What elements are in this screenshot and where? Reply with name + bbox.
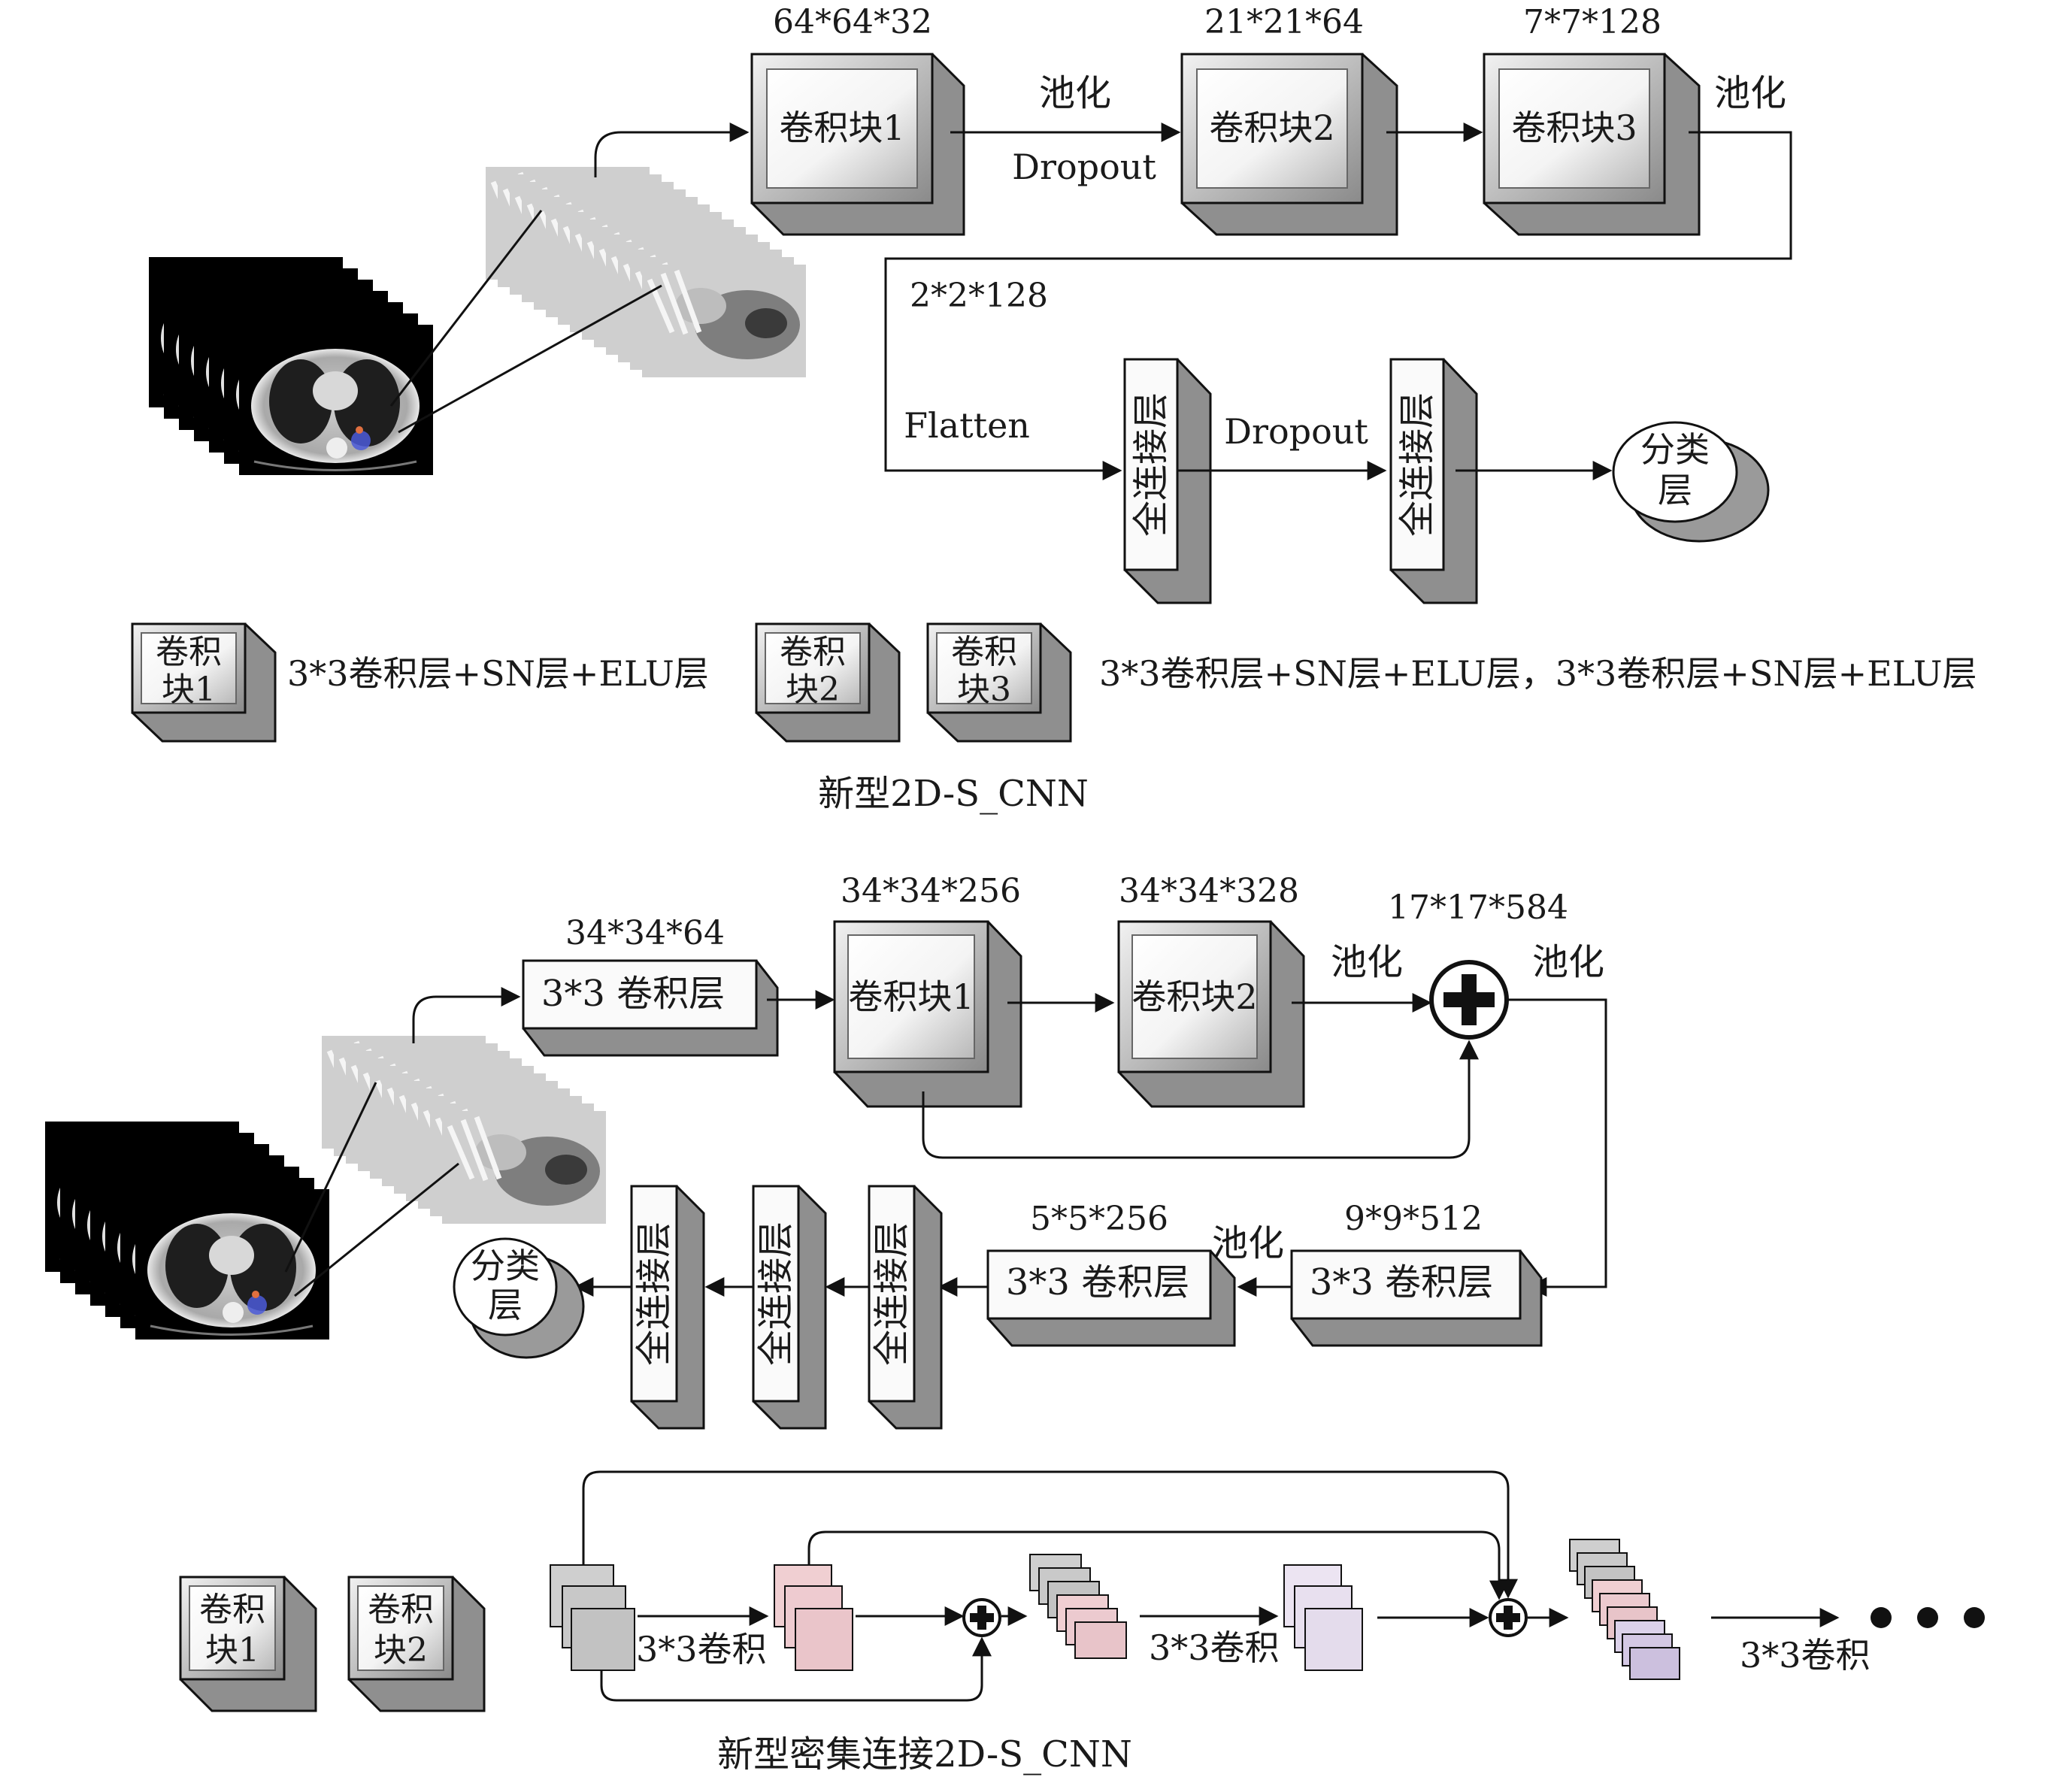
- dim-label: 7*7*128: [1523, 3, 1662, 41]
- legend-conv-label: 3*3卷积: [1149, 1627, 1280, 1668]
- diagram2: 3*3 卷积层 34*34*64 卷积块1 34*34*256 卷积块2 34*…: [44, 872, 1985, 1775]
- ct-input-stack: [147, 256, 435, 477]
- conv-block-1: 卷积块1: [750, 53, 965, 236]
- caption: 新型2D-S_CNN: [818, 773, 1089, 815]
- conv-block-2-label: 卷积块2: [1209, 107, 1334, 148]
- legend-block-label: 块2: [374, 1631, 428, 1670]
- dense-connection-legend: 3*3卷积 3*3卷积: [550, 1470, 1985, 1702]
- flow-arrow: [884, 131, 1792, 480]
- op-pool: 池化: [1039, 72, 1111, 114]
- caption: 新型密集连接2D-S_CNN: [717, 1733, 1132, 1775]
- conv-block-2-label: 卷积块2: [1131, 976, 1257, 1017]
- classifier: 分类 层: [1612, 421, 1770, 543]
- fc-layer-label: 全连接层: [871, 1221, 913, 1366]
- fc-layer-label: 全连接层: [1130, 392, 1172, 537]
- legend-block-1: 卷积 块1: [131, 622, 277, 743]
- diagram1: 卷积块1 卷积块2 卷积块3 64*64*32 21*21*64 7*7*128…: [131, 3, 1977, 815]
- dim-label: 34*34*256: [841, 872, 1021, 910]
- conv-layer: 3*3 卷积层: [1290, 1249, 1543, 1347]
- conv-layer-label: 3*3 卷积层: [541, 973, 725, 1015]
- op-flatten: Flatten: [904, 405, 1030, 446]
- ct-input-stack: [44, 1120, 331, 1341]
- classifier-label: 层: [1658, 470, 1692, 510]
- flow-arrow: [1507, 998, 1607, 1297]
- legend-block-label: 卷积: [368, 1591, 434, 1629]
- classifier-label: 分类: [1640, 429, 1710, 470]
- conv-layer: 3*3 卷积层: [986, 1249, 1236, 1347]
- legend-conv-label: 3*3卷积: [636, 1629, 767, 1670]
- legend-block-label: 卷积: [199, 1591, 265, 1629]
- op-dropout: Dropout: [1012, 147, 1156, 187]
- fc-layer-label: 全连接层: [755, 1221, 797, 1366]
- input-arrow: [412, 987, 521, 1043]
- conv-block-2: 卷积块2: [1117, 920, 1305, 1108]
- conv-layer-label: 3*3 卷积层: [1310, 1261, 1493, 1303]
- dim-label: 9*9*512: [1344, 1200, 1483, 1238]
- fc-layer: 全连接层: [868, 1185, 943, 1430]
- dim-label: 34*34*328: [1119, 872, 1299, 910]
- op-pool: 池化: [1714, 72, 1786, 114]
- fc-layer-label: 全连接层: [633, 1221, 675, 1366]
- classifier: 分类 层: [453, 1237, 585, 1359]
- zoom-line: [389, 210, 543, 407]
- legend-description: 3*3卷积层+SN层+ELU层: [287, 653, 709, 694]
- fc-layer: 全连接层: [1123, 358, 1212, 604]
- conv-layer: 3*3 卷积层: [522, 959, 779, 1057]
- legend-block-label: 块2: [786, 671, 840, 709]
- concat-plus-icon: [1429, 960, 1509, 1040]
- classifier-label: 层: [488, 1285, 523, 1325]
- dim-label: 17*17*584: [1388, 888, 1568, 927]
- classifier-label: 分类: [471, 1246, 540, 1286]
- fc-layer: 全连接层: [630, 1185, 705, 1430]
- op-pool: 池化: [1331, 941, 1403, 983]
- op-pool: 池化: [1532, 941, 1604, 983]
- dim-label: 5*5*256: [1030, 1200, 1168, 1238]
- legend-block-2: 卷积 块2: [347, 1576, 486, 1712]
- fc-layer: 全连接层: [1389, 358, 1478, 604]
- dim-label: 21*21*64: [1204, 3, 1364, 41]
- legend-block-1: 卷积 块1: [179, 1576, 317, 1712]
- conv-block-3-label: 卷积块3: [1511, 107, 1637, 148]
- zoom-line: [284, 1082, 377, 1273]
- conv-block-1-label: 卷积块1: [848, 976, 974, 1017]
- legend-block-label: 卷积: [780, 633, 846, 671]
- legend-block-label: 卷积: [156, 633, 222, 671]
- zoom-line: [398, 284, 662, 434]
- legend-block-label: 卷积: [951, 633, 1017, 671]
- legend-block-label: 块1: [205, 1631, 259, 1670]
- dim-label: 2*2*128: [910, 277, 1048, 315]
- conv-block-2: 卷积块2: [1180, 53, 1398, 236]
- conv-layer-label: 3*3 卷积层: [1006, 1261, 1189, 1303]
- op-pool: 池化: [1212, 1222, 1284, 1264]
- op-dropout: Dropout: [1224, 411, 1368, 452]
- legend-block-2: 卷积 块2: [755, 622, 901, 743]
- legend-conv-label: 3*3卷积: [1740, 1635, 1871, 1676]
- legend-block-label: 块3: [957, 671, 1011, 709]
- input-arrow: [594, 123, 750, 177]
- fc-layer-label: 全连接层: [1396, 392, 1438, 537]
- dim-label: 34*34*64: [565, 914, 725, 952]
- fc-layer: 全连接层: [752, 1185, 827, 1430]
- ct-patch-stack: [322, 1036, 606, 1224]
- conv-block-3: 卷积块3: [1483, 53, 1701, 236]
- legend-description: 3*3卷积层+SN层+ELU层，3*3卷积层+SN层+ELU层: [1099, 653, 1977, 694]
- legend-block-label: 块1: [162, 671, 216, 709]
- zoom-line: [294, 1162, 459, 1297]
- legend-block-3: 卷积 块3: [926, 622, 1072, 743]
- conv-block-1-label: 卷积块1: [779, 107, 904, 148]
- dim-label: 64*64*32: [773, 3, 932, 41]
- skip-connection: [922, 1040, 1479, 1159]
- conv-block-1: 卷积块1: [833, 920, 1022, 1108]
